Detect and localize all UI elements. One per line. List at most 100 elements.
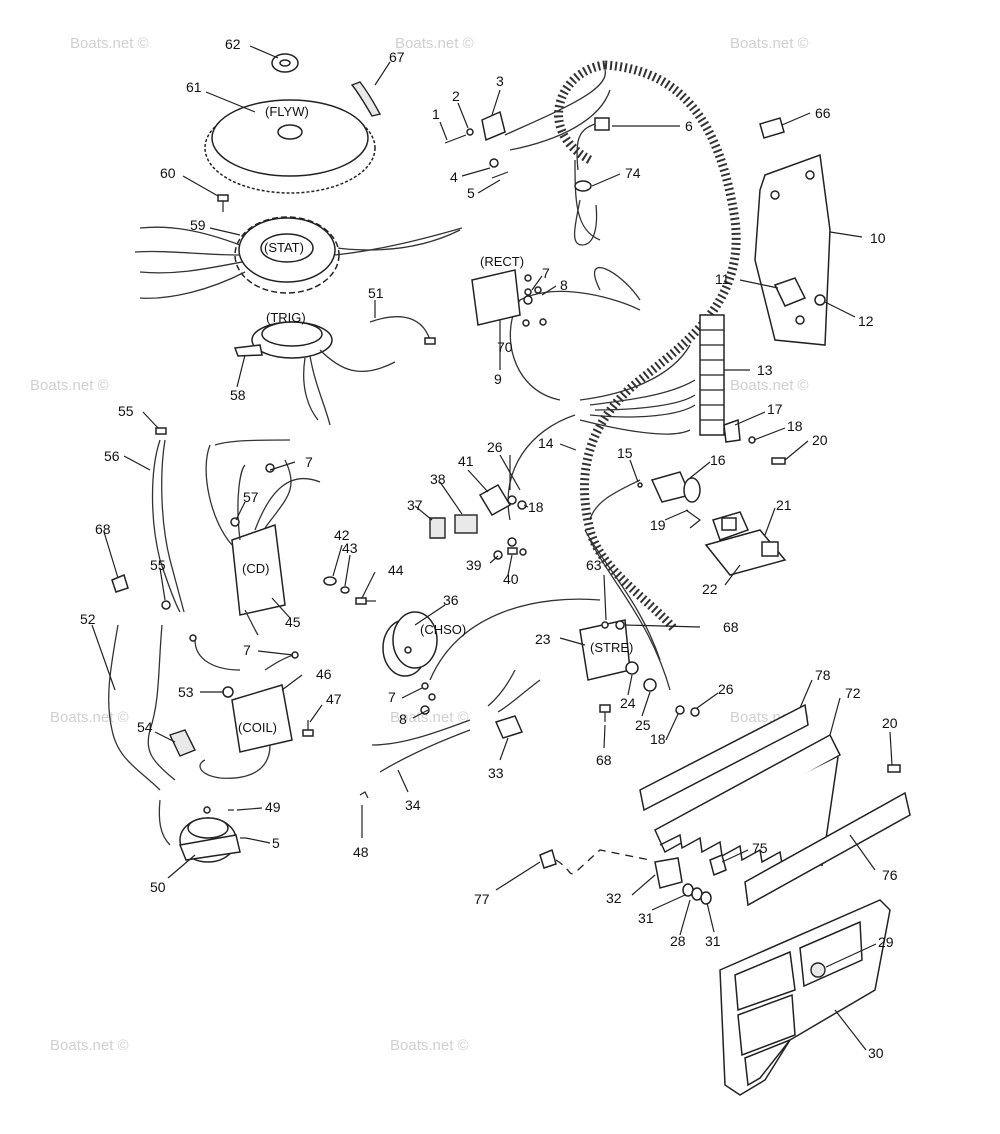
callout-78: 78: [815, 667, 831, 683]
callout-48: 48: [353, 844, 369, 860]
screw-60: [217, 194, 229, 212]
boot-54: [169, 729, 196, 757]
callout-53: 53: [178, 684, 194, 700]
callout-34: 34: [405, 797, 421, 813]
connector-6: [573, 117, 610, 246]
wire-harness-branch: [554, 60, 606, 164]
callout-22: 22: [702, 581, 718, 597]
choke-solenoid-36: (CHSO): [382, 611, 466, 677]
watermark: Boats.net ©: [50, 709, 129, 726]
callout-28: 28: [670, 933, 686, 949]
rect-label: (RECT): [480, 254, 524, 269]
callout-57: 57: [243, 489, 259, 505]
stre-label: (STRE): [590, 640, 633, 655]
callout-39: 39: [466, 557, 482, 573]
callout-77: 77: [474, 891, 490, 907]
callout-55: 55: [118, 403, 134, 419]
callout-8b: 8: [399, 711, 407, 727]
callout-19: 19: [650, 517, 666, 533]
callout-32: 32: [606, 890, 622, 906]
watermark: Boats.net ©: [390, 1037, 469, 1054]
callout-45: 45: [285, 614, 301, 630]
callout-61: 61: [186, 79, 202, 95]
callout-6: 6: [685, 118, 693, 134]
callout-5: 5: [467, 185, 475, 201]
starter-relay-23: (STRE): [579, 619, 700, 722]
leader-lines: [91, 45, 893, 1051]
callout-25: 25: [635, 717, 651, 733]
ignition-coil-46: (COIL): [189, 634, 314, 779]
callout-7c: 7: [243, 642, 251, 658]
flywheel-61: (FLYW): [204, 99, 376, 194]
callout-70: 70: [497, 339, 513, 355]
cd-label: (CD): [242, 561, 269, 576]
fuse-holder-32: [539, 848, 712, 905]
terminal-strip-72: [639, 703, 911, 907]
callout-37: 37: [407, 497, 423, 513]
callout-8: 8: [560, 277, 568, 293]
cable-52: [108, 573, 176, 846]
callout-23: 23: [535, 631, 551, 647]
callout-46: 46: [316, 666, 332, 682]
callout-14: 14: [538, 435, 554, 451]
callout-42: 42: [334, 527, 350, 543]
callout-18: 18: [787, 418, 803, 434]
callout-47: 47: [326, 691, 342, 707]
lead-51: [369, 316, 436, 345]
watermark: Boats.net ©: [390, 709, 469, 726]
callout-29: 29: [878, 934, 894, 950]
callout-7: 7: [542, 265, 550, 281]
callout-72: 72: [845, 685, 861, 701]
callout-1: 1: [432, 106, 440, 122]
watermark: Boats.net ©: [30, 377, 109, 394]
switch-16: [637, 471, 701, 529]
flyw-label: (FLYW): [265, 104, 309, 119]
nut-62: [271, 53, 299, 73]
stat-label: (STAT): [264, 240, 304, 255]
callout-63: 63: [586, 557, 602, 573]
callout-26: 26: [487, 439, 503, 455]
fasteners-7-8: [420, 274, 532, 715]
bracket-10: [754, 153, 831, 346]
rectifier-9: (RECT): [471, 254, 547, 327]
callout-16: 16: [710, 452, 726, 468]
starter-50: [178, 806, 246, 863]
callout-43: 43: [342, 540, 358, 556]
lead-56: [151, 427, 185, 613]
fasteners-42-44: [323, 547, 518, 605]
callout-13: 13: [757, 362, 773, 378]
callout-67: 67: [389, 49, 405, 65]
callout-9: 9: [494, 371, 502, 387]
callout-41: 41: [458, 453, 474, 469]
coil-label: (COIL): [238, 720, 277, 735]
callout-21: 21: [776, 497, 792, 513]
callout-18c: 18: [650, 731, 666, 747]
watermark: Boats.net ©: [50, 1037, 129, 1054]
callout-17: 17: [767, 401, 783, 417]
stator-59: (STAT): [134, 216, 463, 299]
callout-51: 51: [368, 285, 384, 301]
callout-62: 62: [225, 36, 241, 52]
callout-20b: 20: [882, 715, 898, 731]
callout-4: 4: [450, 169, 458, 185]
watermark: Boats.net ©: [730, 35, 809, 52]
callout-36: 36: [443, 592, 459, 608]
cd-unit-45: (CD): [205, 439, 321, 636]
plates-21-22: [704, 511, 787, 576]
callout-15: 15: [617, 445, 633, 461]
terminal-block-13: [699, 314, 786, 465]
callout-68c: 68: [596, 752, 612, 768]
callout-68b: 68: [723, 619, 739, 635]
key-67: [350, 81, 382, 117]
callout-31: 31: [638, 910, 654, 926]
callout-50: 50: [150, 879, 166, 895]
callout-33: 33: [488, 765, 504, 781]
callout-40: 40: [503, 571, 519, 587]
callout-74: 74: [625, 165, 641, 181]
chso-label: (CHSO): [420, 622, 466, 637]
callout-38: 38: [430, 471, 446, 487]
watermarks: Boats.net © Boats.net © Boats.net © Boat…: [30, 35, 809, 1054]
callout-49: 49: [265, 799, 281, 815]
